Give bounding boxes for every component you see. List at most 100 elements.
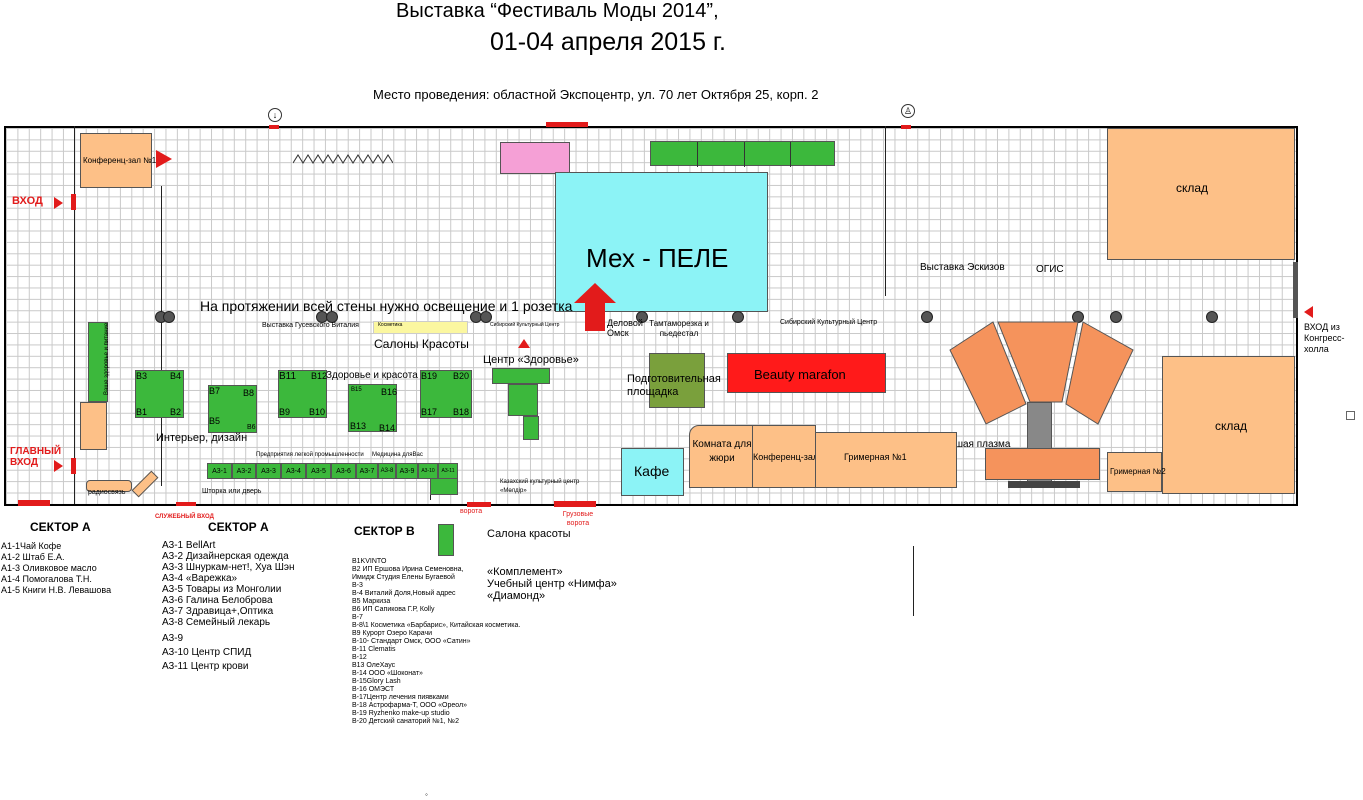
sector-b-list: В1KVINTO В2 ИП Ершова Ирина Семеновна, И… bbox=[352, 558, 521, 725]
interior-design-label: Интерьер, дизайн bbox=[156, 432, 248, 444]
main-entrance-door[interactable] bbox=[71, 458, 76, 474]
booth-b3: В11 В12 В9 В10 bbox=[278, 370, 328, 418]
booth-b5: В19 В20 В17 В18 bbox=[420, 370, 472, 418]
location-pin-icon: ↓ bbox=[268, 108, 282, 122]
health-stand-2 bbox=[508, 384, 538, 416]
wall-label: Ваше здоровье и питание bbox=[104, 322, 110, 395]
gate-1[interactable] bbox=[467, 502, 491, 507]
entrance-label: ВХОД bbox=[12, 195, 43, 207]
pink-stand bbox=[500, 142, 570, 174]
cargo-gate[interactable] bbox=[554, 501, 596, 507]
warehouse-top: склад bbox=[1107, 128, 1295, 260]
wall-left-1 bbox=[74, 126, 75, 504]
wall-cabinet bbox=[80, 402, 107, 450]
beauty-salons-label: Салоны Красоты bbox=[374, 337, 469, 351]
lighting-note: На протяжении всей стены нужно освещение… bbox=[200, 298, 573, 314]
sketches-label: Выставка Эскизов bbox=[920, 262, 1005, 273]
health-stand-3 bbox=[523, 416, 539, 440]
curtain-label: Шторка или дверь bbox=[202, 488, 262, 495]
wall-left-2 bbox=[161, 186, 162, 486]
stage-foot bbox=[1008, 481, 1080, 488]
pillar bbox=[480, 311, 492, 323]
stage-base bbox=[985, 448, 1100, 480]
zigzag-wall bbox=[293, 154, 393, 164]
entrance-door[interactable] bbox=[71, 194, 76, 210]
top-door-left bbox=[269, 125, 279, 129]
health-center-label: Центр «Здоровье» bbox=[483, 354, 579, 366]
page-title: Выставка “Фестиваль Моды 2014”, bbox=[396, 0, 719, 22]
pillar bbox=[1110, 311, 1122, 323]
siberian-center-label: Сибирский Культурный Центр bbox=[780, 319, 878, 326]
pillar bbox=[163, 311, 175, 323]
congress-arrow-icon[interactable] bbox=[1304, 306, 1313, 318]
entrance-arrow-icon[interactable] bbox=[54, 197, 63, 209]
medicine-label: Медицина дляВас bbox=[372, 452, 423, 458]
yellow-stand bbox=[373, 321, 468, 334]
health-stand-1 bbox=[492, 368, 550, 384]
main-entrance-arrow-icon[interactable] bbox=[54, 460, 63, 472]
up-arrow-icon bbox=[574, 283, 616, 331]
sector-b-title: СЕКТОР В bbox=[354, 524, 415, 538]
pillar bbox=[1206, 311, 1218, 323]
gusev-exhibit-label: Выставка Гусевского Виталия bbox=[262, 322, 359, 329]
dressing-room-2: Гримерная №2 bbox=[1107, 452, 1166, 492]
cosmetics-small-label: Косметика bbox=[378, 322, 403, 328]
sector-a3-list: А3-1 BellArt А3-2 Дизайнерская одежда А3… bbox=[162, 540, 295, 672]
salon-list: «Комплемент» Учебный центр «Нимфа» «Диам… bbox=[487, 566, 617, 602]
main-entrance-label: ГЛАВНЫЙ ВХОД bbox=[10, 446, 62, 468]
kazakh-center-label: Казахский культурный центр «Мөлдір» bbox=[500, 479, 580, 494]
divider-line bbox=[913, 546, 914, 616]
ogis-label: ОГИС bbox=[1036, 264, 1064, 275]
event-dates: 01-04 апреля 2015 г. bbox=[490, 28, 726, 56]
cargo-gate-label: Грузовые ворота bbox=[562, 511, 594, 527]
arrow-right-icon bbox=[156, 150, 172, 168]
top-gate bbox=[546, 122, 588, 127]
congress-entrance-label: ВХОД из Конгресс-холла bbox=[1304, 322, 1345, 354]
beauty-marafon-stand: Beauty marafon bbox=[727, 353, 886, 393]
jury-room: Комната для жюри bbox=[689, 425, 753, 488]
pillar bbox=[921, 311, 933, 323]
a3-11-stand bbox=[430, 478, 458, 495]
small-square-icon bbox=[1346, 411, 1355, 420]
service-entrance-label: СЛУЖЕБНЫЙ ВХОД bbox=[155, 514, 214, 520]
dressing-room-1: Гримерная №1 bbox=[815, 432, 957, 488]
radio-label: радиосвязь bbox=[88, 489, 126, 496]
congress-door[interactable] bbox=[1293, 262, 1298, 318]
prep-area bbox=[649, 353, 705, 408]
booth-b1: В3 В4 В1 В2 bbox=[135, 370, 184, 418]
siberian-center-small-label: Сибирский Культурный Центр bbox=[490, 322, 560, 328]
a3-stand-row: А3-1 А3-2 А3-3 А3-4 А3-5 А3-6 А3-7 А3-8 … bbox=[207, 463, 458, 479]
conference-room: Конференц-зал bbox=[752, 425, 818, 488]
sector-a1-list: А1-1Чай Кофе А1-2 Штаб Е.А. А1-3 Оливков… bbox=[1, 541, 112, 595]
health-beauty-label: Здоровье и красота bbox=[326, 370, 418, 381]
tamtam-label: Тамтаморезка и пьедестал bbox=[649, 319, 709, 338]
top-stand-row bbox=[650, 141, 835, 167]
radio-room bbox=[86, 480, 132, 492]
warehouse-bottom: склад bbox=[1162, 356, 1295, 494]
conference-hall-1: Конференц-зал №1 bbox=[80, 133, 156, 188]
booth-b2: В7 В8 В5 В6 bbox=[208, 385, 257, 433]
salon-title: Салона красоты bbox=[487, 528, 571, 540]
pillar bbox=[732, 311, 744, 323]
sector-a3-title: СЕКТОР А bbox=[208, 520, 269, 534]
prep-area-label: Подготовительная площадка bbox=[627, 373, 721, 398]
person-icon: ♙ bbox=[901, 104, 915, 118]
booth-b4: В15 В16 В13 В14 bbox=[348, 384, 397, 433]
pillar bbox=[636, 311, 648, 323]
pillar bbox=[326, 311, 338, 323]
stage-seating bbox=[949, 321, 1134, 425]
top-door-right bbox=[901, 125, 911, 129]
service-door[interactable] bbox=[18, 500, 50, 506]
a1-wall-stand bbox=[88, 322, 108, 402]
light-industry-label: Предприятия легкой промышленности bbox=[256, 452, 364, 458]
health-arrow-icon bbox=[518, 339, 530, 348]
big-plasma-label: Большая плазма bbox=[932, 439, 1011, 450]
delovoy-omsk-label: Деловой Омск bbox=[607, 318, 643, 338]
venue-text: Место проведения: областной Экспоцентр, … bbox=[373, 87, 819, 102]
salon-legend-swatch bbox=[438, 524, 454, 556]
cafe: Кафе bbox=[621, 448, 684, 496]
bottom-mark-icon: ◦ bbox=[425, 790, 428, 799]
wall-top-1 bbox=[885, 126, 886, 296]
gate-label: ворота bbox=[460, 508, 483, 515]
service-door-2[interactable] bbox=[176, 502, 196, 506]
